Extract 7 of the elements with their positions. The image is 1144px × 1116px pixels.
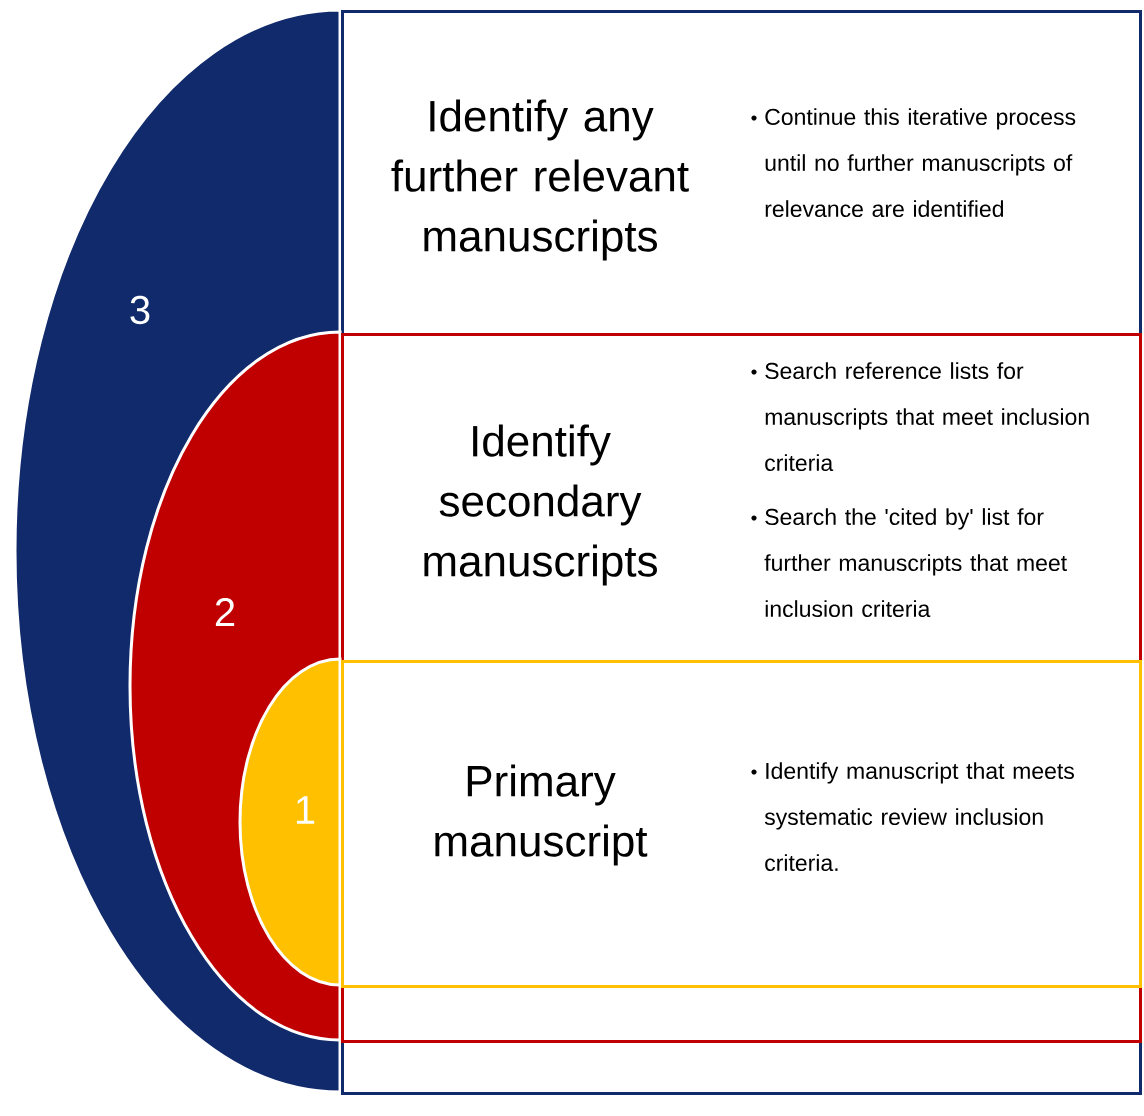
bullet-item: Continue this iterative process until no further manuscripts of relevance are identified [751,108,1076,218]
bullet-item: Search the 'cited by' list for further manuscripts that meet inclusion criteria [751,508,1067,618]
bullet-item: Search reference lists for manuscripts that meet inclusion criteria [751,362,1089,472]
bullet-item: Identify manuscript that meets systematic review inclusion criteria. [751,762,1074,872]
heading: Identify any further relevant manuscripts [391,99,689,261]
heading: Identify secondary manuscripts [424,424,657,586]
heading: Primary manuscript [435,764,648,866]
